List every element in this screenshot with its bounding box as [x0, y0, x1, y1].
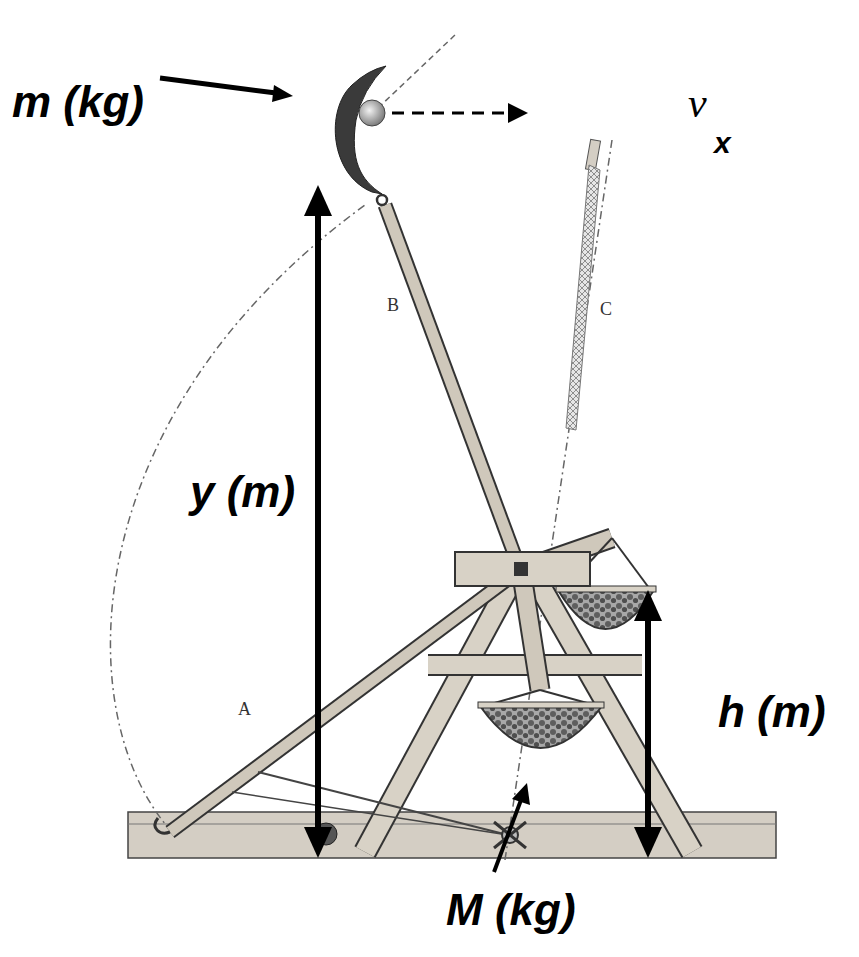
velocity-subscript: x [714, 128, 731, 158]
height-label: h (m) [718, 690, 826, 734]
part-letter: B [385, 296, 401, 314]
upright-arm [377, 195, 540, 690]
part-letter: A [236, 700, 253, 718]
trajectory-lines-part [505, 140, 612, 860]
counterweight-pointer-arrow [494, 783, 530, 872]
counterweight-label: M (kg) [446, 888, 576, 932]
cocked-arm [155, 538, 612, 833]
upright-arm-part [522, 575, 540, 690]
raised-counterweight-part [612, 538, 652, 592]
height-y-arrow-part [304, 827, 332, 858]
cocked-arm-part [170, 570, 520, 832]
upright-arm-part [522, 575, 540, 690]
frame-legs [365, 560, 692, 852]
height-y-arrow [304, 185, 332, 858]
upright-arm-part [385, 205, 522, 575]
pivot-crossbeam-part [514, 562, 528, 576]
counterweight-pointer-arrow-part [512, 783, 530, 805]
sling-hook-and-ball-part [359, 100, 385, 126]
lowered-counterweight [478, 690, 604, 748]
counterweight-pointer-arrow-part [494, 800, 521, 872]
trajectory-lines [110, 35, 612, 860]
trajectory-lines-part [378, 35, 455, 108]
velocity-symbol: v [688, 82, 707, 124]
cocked-arm-part [155, 818, 170, 833]
height-y-arrow-part [304, 185, 332, 216]
sling-net [566, 139, 601, 430]
height-y-arrow-part [315, 210, 321, 832]
cocked-arm-part [170, 570, 520, 832]
windlass-rope-part [232, 792, 508, 835]
windlass-rope-part [258, 772, 508, 835]
sling-net-part [566, 165, 600, 430]
height-h-arrow-part [634, 827, 662, 858]
mass-pointer-arrow-part [160, 78, 276, 93]
lowered-counterweight-part [480, 706, 602, 748]
velocity-arrow-part [508, 103, 528, 123]
upright-arm-part [385, 205, 522, 575]
velocity-arrow [392, 103, 528, 123]
mass-pointer-arrow [160, 78, 293, 102]
sling-net-part [585, 139, 600, 170]
mass-pointer-arrow-part [272, 85, 293, 102]
windlass-rope [232, 772, 526, 848]
lowered-counterweight-part [478, 702, 604, 708]
trajectory-lines-part [110, 205, 365, 832]
velocity-arrow-part [392, 112, 508, 115]
height-h-arrow-part [645, 612, 651, 832]
height-h-arrow [634, 590, 662, 858]
height-h-arrow-part [634, 590, 662, 621]
sling-hook-and-ball-part [335, 66, 386, 194]
upright-arm-part [377, 195, 387, 205]
part-letter: C [598, 300, 614, 318]
sling-hook-and-ball [335, 66, 386, 194]
pivot-crossbeam [455, 552, 590, 586]
mass-label: m (kg) [12, 80, 144, 124]
pivot-crossbeam-part [455, 552, 590, 586]
height-label: y (m) [190, 470, 295, 514]
